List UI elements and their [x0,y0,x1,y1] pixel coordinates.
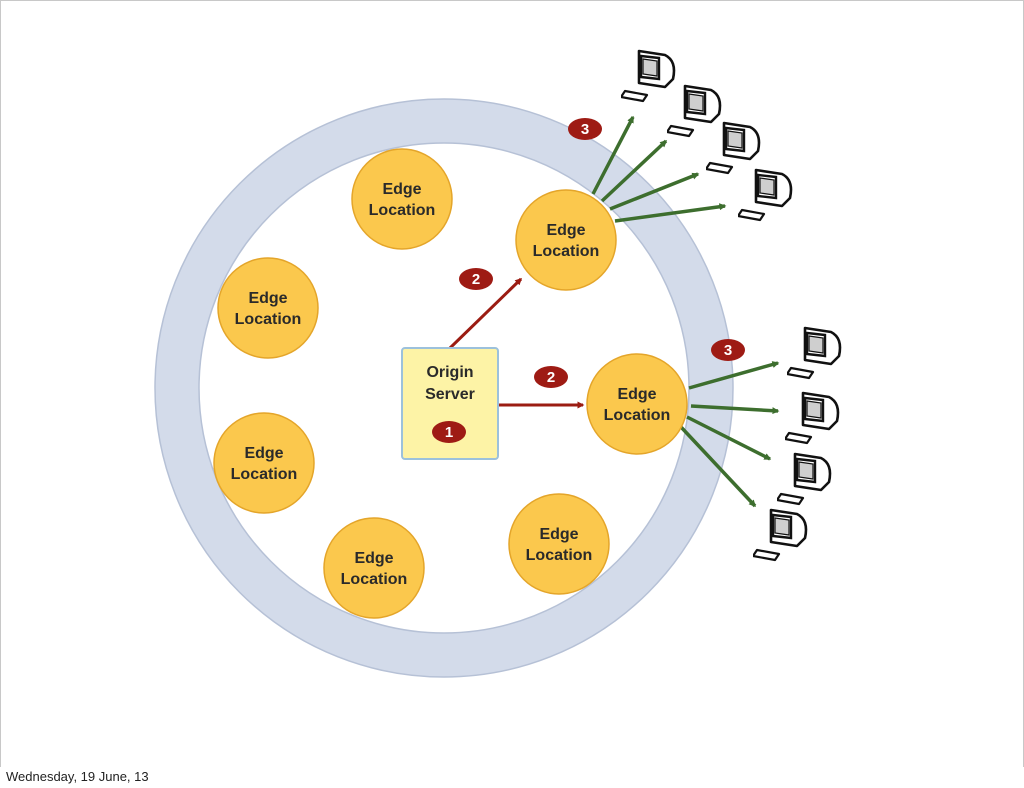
edge-location-node: Edge Location [586,353,688,455]
computer-terminal-icon [787,326,842,380]
edge-label-line2: Location [526,547,593,564]
client-arrow [591,115,635,195]
edge-location-node: Edge Location [217,257,319,359]
computer-terminal-icon [667,84,722,138]
step-badge-number: 3 [581,121,589,138]
edge-label-line2: Location [369,202,436,219]
step-badge-number: 2 [547,369,555,386]
step-badge: 3 [711,339,745,361]
edge-label-line2: Location [341,571,408,588]
footer: Wednesday, 19 June, 13 [0,767,1024,788]
step-badge: 2 [534,366,568,388]
edge-label-line1: Edge [354,550,393,567]
origin-server: Origin Server 1 [401,347,499,460]
computer-terminal-icon [753,508,808,562]
client-arrow [679,425,757,508]
edge-label-line1: Edge [617,386,656,403]
edge-location-node: Edge Location [213,412,315,514]
edge-label-line1: Edge [546,222,585,239]
server-label-line1: Origin [426,364,473,381]
edge-label-line2: Location [231,466,298,483]
edge-location-node: Edge Location [515,189,617,291]
step-badge-number: 1 [445,424,453,441]
client-arrow [614,203,727,223]
client-arrow [688,361,780,390]
step-badge-number: 2 [472,271,480,288]
cdn-diagram: Edge Location Edge Location Edge Locatio… [154,49,842,678]
client-arrow [600,139,668,203]
computer-terminal-icon [785,391,840,445]
computer-terminal-icon [621,49,676,103]
step-badge: 1 [432,421,466,443]
client-arrow [690,404,780,415]
step-badge-number: 3 [724,342,732,359]
computer-terminal-icon [738,168,793,222]
client-arrow [609,172,700,211]
edge-label-line2: Location [533,243,600,260]
footer-date: Wednesday, 19 June, 13 [6,769,149,784]
step-badge: 2 [459,268,493,290]
edge-location-node: Edge Location [508,493,610,595]
edge-location-node: Edge Location [351,148,453,250]
client-arrows [591,115,780,508]
computer-terminal-icon [706,121,761,175]
computer-terminal-icon [777,452,832,506]
edge-label-line2: Location [235,311,302,328]
edge-label-line1: Edge [244,445,283,462]
edge-location-node: Edge Location [323,517,425,619]
edge-label-line1: Edge [248,290,287,307]
origin-arrows [448,277,585,409]
slide: Edge Location Edge Location Edge Locatio… [0,0,1024,768]
server-label-line2: Server [425,386,475,403]
client-arrow [686,415,772,461]
edge-label-line1: Edge [382,181,421,198]
edge-label-line1: Edge [539,526,578,543]
step-badge: 3 [568,118,602,140]
edge-label-line2: Location [604,407,671,424]
origin-arrow [448,277,523,350]
